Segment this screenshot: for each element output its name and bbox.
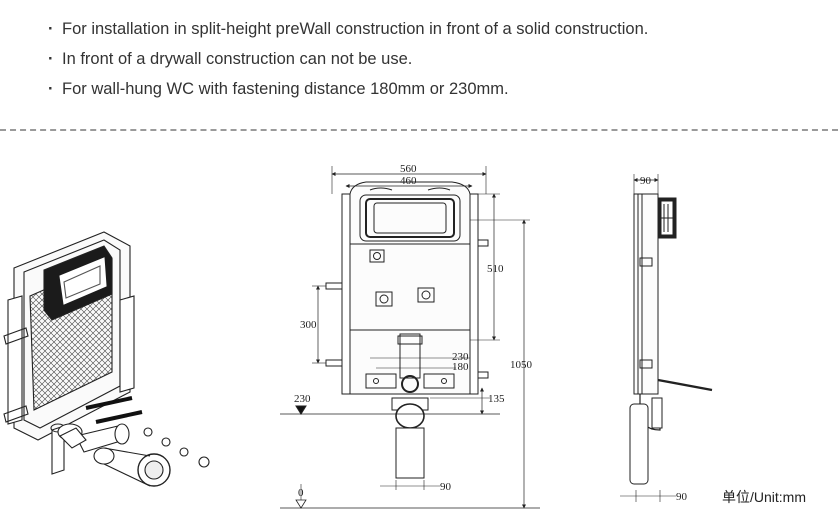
note-item: · For installation in split-height preWal…: [48, 14, 648, 44]
bullet-dot: ·: [48, 80, 54, 98]
dim-floor-0: 0: [298, 487, 304, 499]
side-view: [620, 174, 713, 502]
note-item: · For wall-hung WC with fastening distanc…: [48, 74, 648, 104]
dashed-divider: [0, 129, 838, 131]
bullet-dot: ·: [48, 50, 54, 68]
isometric-view: [3, 231, 210, 487]
unit-label: 单位/Unit:mm: [722, 489, 806, 505]
dim-side-300: 300: [300, 319, 317, 331]
dim-floor-230: 230: [294, 393, 311, 405]
dim-bolt-230: 230: [452, 351, 469, 363]
note-text: For wall-hung WC with fastening distance…: [62, 80, 509, 98]
dim-height-1050: 1050: [510, 359, 533, 371]
note-text: In front of a drywall construction can n…: [62, 50, 413, 68]
dim-width-outer: 560: [400, 163, 417, 175]
bullet-dot: ·: [48, 20, 54, 38]
dim-side-bottom-90: 90: [676, 491, 688, 503]
dim-side-depth-90: 90: [640, 175, 652, 187]
note-text: For installation in split-height preWall…: [62, 20, 649, 38]
dim-cistern-height: 510: [487, 263, 504, 275]
note-item: · In front of a drywall construction can …: [48, 44, 648, 74]
notes-list: · For installation in split-height preWal…: [48, 14, 648, 104]
dim-pipe-90: 90: [440, 481, 452, 493]
dim-bolt-180: 180: [452, 361, 469, 373]
dim-width-inner: 460: [400, 175, 417, 187]
dim-drain-135: 135: [488, 393, 505, 405]
front-view: [280, 166, 540, 509]
